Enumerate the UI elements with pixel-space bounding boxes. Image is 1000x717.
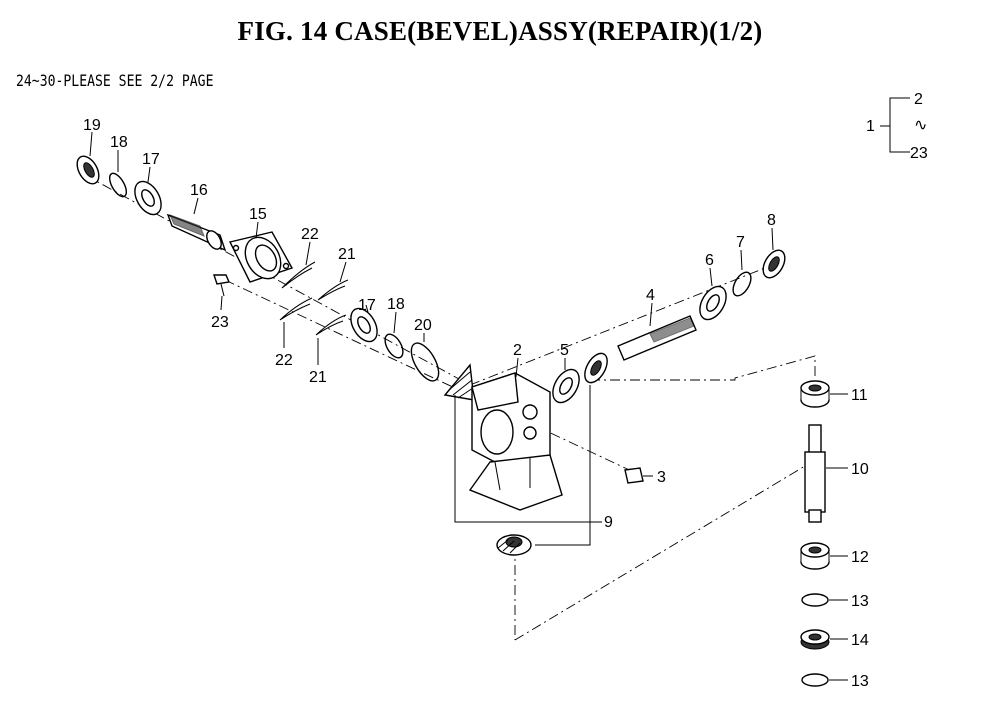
bracket-parent-label: 1	[866, 118, 875, 135]
callout-13: 13	[851, 593, 869, 610]
callout-11: 11	[851, 387, 868, 404]
callout-6: 6	[705, 252, 714, 269]
shim-21-upper	[317, 279, 349, 301]
snap-ring-7	[732, 271, 752, 297]
callout-19: 19	[83, 117, 101, 134]
bevel-gear-left	[443, 363, 475, 401]
callout-16: 16	[190, 182, 208, 199]
snap-ring-13-lower	[801, 673, 829, 687]
flange-housing-15	[228, 231, 294, 283]
callout-10: 10	[851, 461, 869, 478]
shaft-16	[166, 213, 227, 252]
shim-21-lower	[315, 314, 347, 336]
callout-5: 5	[560, 342, 569, 359]
callout-23: 23	[211, 314, 229, 331]
part-9-bracket	[454, 385, 602, 546]
shaft-10	[804, 424, 826, 523]
bearing-6	[699, 285, 727, 321]
shim-22-upper	[281, 261, 316, 289]
reference-note: 24~30-PLEASE SEE 2/2 PAGE	[16, 71, 214, 90]
callout-8: 8	[767, 212, 776, 229]
plug-3	[624, 467, 644, 484]
center-lines	[84, 174, 816, 641]
bevel-gear-right	[584, 352, 608, 384]
snap-ring-18-right	[384, 333, 404, 359]
callout-17: 17	[142, 151, 160, 168]
bolt-23	[213, 274, 230, 297]
oil-seal-14	[800, 629, 830, 650]
bearing-12	[800, 542, 830, 570]
snap-ring-18-left	[108, 172, 128, 198]
callout-7: 7	[736, 234, 745, 251]
callout-12: 12	[851, 549, 869, 566]
bracket-bottom-label: 23	[910, 145, 928, 162]
assembly-bracket: 1 2 ∿ 23	[866, 91, 928, 162]
gear-case-2	[468, 372, 563, 511]
shim-22-lower	[279, 297, 313, 321]
callout-15: 15	[249, 206, 267, 223]
callout-17: 17	[358, 297, 376, 314]
bearing-17-left	[134, 180, 162, 216]
callout-14: 14	[851, 632, 869, 649]
bearing-5	[552, 368, 580, 404]
callout-21: 21	[309, 369, 327, 386]
callout-22: 22	[301, 226, 319, 243]
callout-4: 4	[646, 287, 655, 304]
snap-ring-13-upper	[801, 593, 829, 607]
callout-13: 13	[851, 673, 869, 690]
callout-18: 18	[387, 296, 405, 313]
bevel-gear-lower	[496, 534, 532, 556]
callout-9: 9	[604, 514, 613, 531]
bearing-11	[800, 380, 830, 408]
oil-seal-19	[76, 155, 100, 185]
callout-22: 22	[275, 352, 293, 369]
bracket-top-label: 2	[914, 91, 923, 108]
leader-lines	[89, 131, 848, 681]
o-ring-20	[410, 342, 440, 382]
bearing-17-right	[350, 307, 378, 343]
callout-labels: 19 18 17 16 15 22 21 23 17 18 20 22 21 2…	[83, 117, 869, 690]
callout-3: 3	[657, 469, 666, 486]
shaft-4	[617, 315, 697, 361]
oil-seal-8	[762, 249, 786, 279]
bracket-range-mark: ∿	[914, 117, 927, 134]
callout-21: 21	[338, 246, 356, 263]
callout-2: 2	[513, 342, 522, 359]
figure-title: FIG. 14 CASE(BEVEL)ASSY(REPAIR)(1/2)	[237, 16, 763, 46]
callout-18: 18	[110, 134, 128, 151]
callout-20: 20	[414, 317, 432, 334]
